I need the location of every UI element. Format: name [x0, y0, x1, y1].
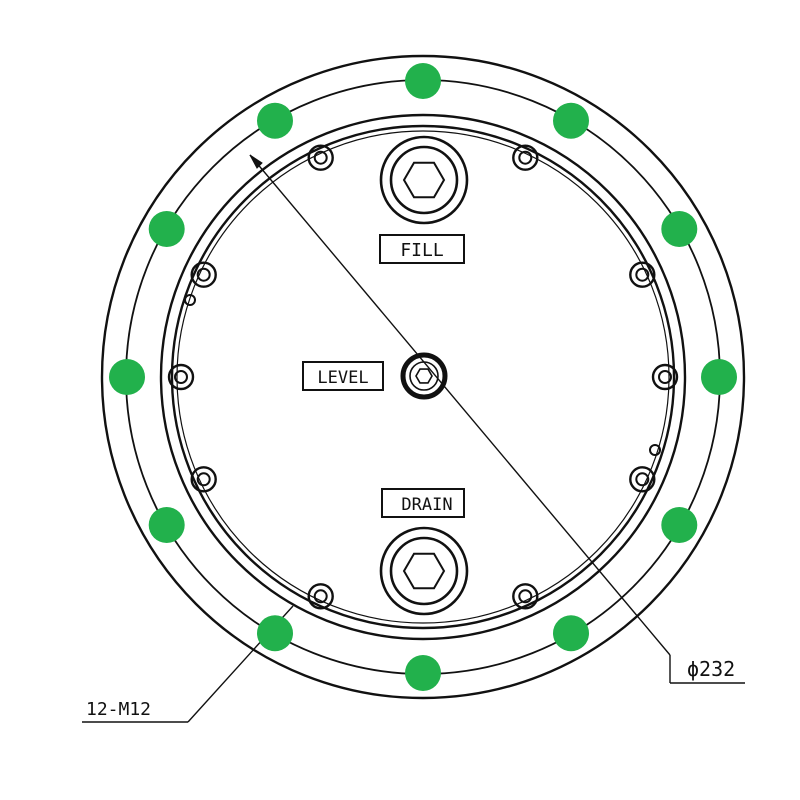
- cover-inner-edge: [176, 130, 670, 624]
- cover-screw-head: [512, 144, 539, 171]
- cover-screw-head: [307, 144, 334, 171]
- cover-screw-socket: [635, 267, 650, 282]
- level-label: LEVEL: [317, 368, 368, 388]
- bolt-hole: [405, 63, 441, 99]
- cover-screw: [307, 144, 334, 171]
- level-label-box: LEVEL: [302, 361, 384, 391]
- cover-screw-head: [307, 583, 334, 610]
- cover-screw-head: [629, 466, 656, 493]
- drain-plug-inner: [389, 536, 459, 606]
- hex-plug-icon: [402, 552, 446, 590]
- cover-screw-socket: [313, 589, 328, 604]
- cover-screw-socket: [313, 150, 328, 165]
- drain-plug-outer: [379, 526, 469, 616]
- step-ring: [159, 113, 687, 641]
- outer-rim: [100, 54, 746, 700]
- diameter-dimension: [249, 154, 745, 684]
- level-plug-ring: [409, 361, 439, 391]
- cover-screw-socket: [174, 370, 188, 384]
- pin-hole-left: [184, 294, 196, 306]
- cover-screw-head: [629, 261, 656, 288]
- bolt-hole: [661, 211, 698, 247]
- cover-screw-head: [190, 261, 217, 288]
- bolt-holes: [109, 63, 737, 691]
- hex-plug-icon: [402, 161, 446, 199]
- cover-screw: [167, 363, 195, 391]
- bolt-hole: [661, 507, 698, 543]
- bolt-hole: [148, 211, 185, 247]
- cover-screw-head: [651, 363, 679, 391]
- bolt-circle-outer-ring: [125, 79, 721, 675]
- bolt-hole: [405, 655, 441, 691]
- fill-plug-inner: [389, 145, 459, 215]
- cover-screw: [629, 466, 656, 493]
- diameter-line: [249, 154, 671, 656]
- cover-screw: [190, 261, 217, 288]
- diameter-label: ϕ232: [687, 657, 735, 681]
- bolt-hole: [553, 615, 589, 652]
- cover-rim: [170, 124, 676, 630]
- cover-screw-socket: [196, 472, 211, 487]
- cover-screw-head: [167, 363, 195, 391]
- flange-rings: [100, 54, 746, 700]
- cover-screw-socket: [518, 150, 533, 165]
- level-plug-outer: [400, 352, 448, 400]
- level-plug: [400, 352, 448, 400]
- cover-screw-head: [190, 466, 217, 493]
- cover-screw: [512, 583, 539, 610]
- level-label-frame: [302, 361, 384, 391]
- cover-screws: [167, 144, 679, 610]
- cover-screw: [190, 466, 217, 493]
- cover-screw-socket: [196, 267, 211, 282]
- bolt-holes-label: 12-M12: [86, 699, 151, 720]
- bolt-hole: [109, 359, 145, 395]
- cover-screw: [651, 363, 679, 391]
- drain-label-box: DRAIN: [381, 488, 465, 518]
- cover-screw-head: [512, 583, 539, 610]
- pin-holes: [184, 294, 661, 456]
- cover-screw-socket: [518, 589, 533, 604]
- fill-plug: [379, 135, 469, 225]
- cover-screw-socket: [658, 370, 672, 384]
- drain-label-frame: [381, 488, 465, 518]
- bolt-hole: [553, 102, 589, 139]
- drain-plug: [379, 526, 469, 616]
- fill-label: FILL: [400, 240, 444, 261]
- bolt-hole: [257, 102, 293, 139]
- cover-screw: [307, 583, 334, 610]
- fill-plug-outer: [379, 135, 469, 225]
- pin-hole-right: [649, 444, 661, 456]
- bolt-hole: [701, 359, 737, 395]
- bolt-hole: [148, 507, 185, 543]
- drain-label: DRAIN: [401, 495, 452, 515]
- arrowhead-top: [249, 154, 263, 169]
- cover-screw: [629, 261, 656, 288]
- cover-screw-socket: [635, 472, 650, 487]
- bolt-hole: [257, 615, 293, 652]
- hex-socket-plug-icon: [415, 368, 433, 384]
- fill-label-box: FILL: [379, 234, 465, 264]
- cover-screw: [512, 144, 539, 171]
- fill-label-frame: [379, 234, 465, 264]
